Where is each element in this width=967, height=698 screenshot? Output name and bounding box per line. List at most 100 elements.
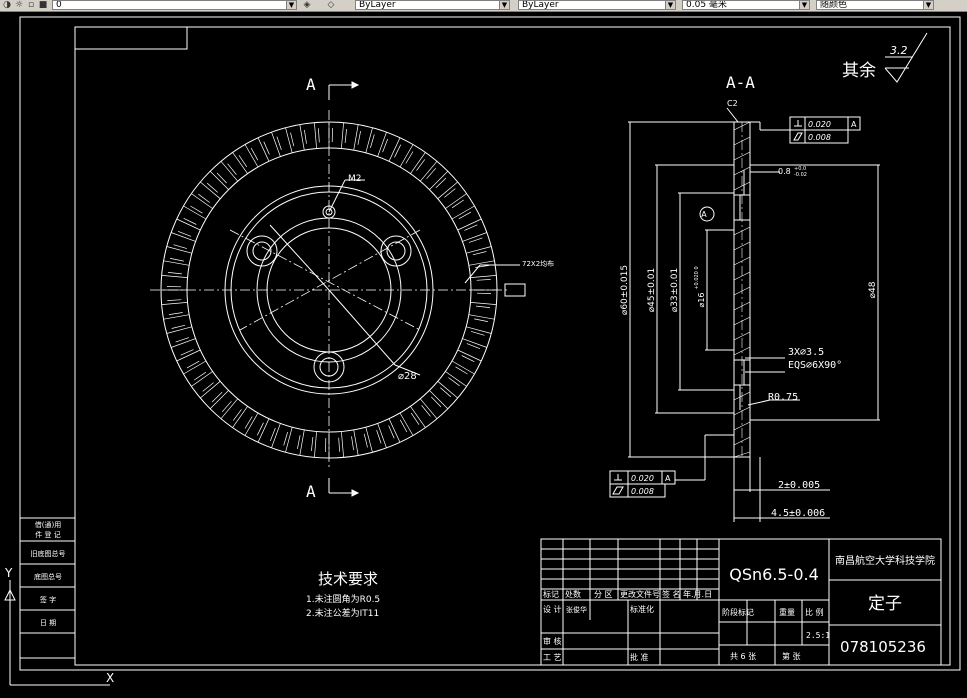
dim-0-8-sup: +0.0 bbox=[794, 166, 806, 172]
stator-tooth-inner bbox=[244, 416, 253, 429]
stator-tooth bbox=[314, 431, 317, 458]
stator-tooth-inner bbox=[388, 425, 395, 439]
stator-tooth bbox=[244, 412, 259, 436]
stator-tooth-inner bbox=[238, 155, 248, 168]
stator-tooth bbox=[166, 246, 192, 254]
title-school: 南昌航空大学科技学院 bbox=[835, 554, 935, 567]
stator-tooth-inner bbox=[466, 343, 481, 350]
stator-tooth bbox=[341, 122, 344, 149]
stator-tooth bbox=[163, 260, 190, 266]
title-part-name: 定子 bbox=[868, 594, 902, 614]
stator-tooth bbox=[285, 427, 293, 453]
lbl-scale: 比 例 bbox=[805, 607, 824, 617]
sheet-no: 第 张 bbox=[782, 651, 801, 661]
lbl-approve: 批 准 bbox=[630, 652, 649, 662]
stator-tooth bbox=[420, 398, 438, 419]
stator-tooth-inner bbox=[363, 433, 368, 448]
stator-tooth-inner bbox=[250, 147, 259, 161]
stator-tooth-inner bbox=[476, 279, 491, 281]
lock-icon[interactable]: ▫ bbox=[27, 0, 35, 10]
stator-tooth-inner bbox=[183, 217, 197, 225]
stator-tooth-inner bbox=[175, 337, 190, 343]
stator-tooth bbox=[377, 131, 387, 157]
stator-tooth-inner bbox=[405, 151, 414, 164]
chevron-down-icon[interactable]: ▼ bbox=[499, 1, 509, 9]
stator-tooth bbox=[462, 232, 488, 242]
stator-tooth bbox=[429, 170, 449, 190]
side-block bbox=[19, 517, 76, 659]
layers-icon[interactable]: ◇ bbox=[327, 0, 335, 10]
stator-tooth-inner bbox=[410, 412, 420, 425]
stator-tooth bbox=[341, 431, 344, 458]
section-view-title: A-A bbox=[726, 73, 755, 92]
stator-tooth bbox=[429, 390, 449, 410]
chevron-down-icon[interactable]: ▼ bbox=[923, 1, 933, 9]
stator-tooth-inner bbox=[440, 387, 452, 398]
stator-tooth bbox=[161, 302, 188, 305]
plotstyle-combo-value: 随颜色 bbox=[820, 0, 848, 10]
stator-tooth bbox=[220, 398, 238, 419]
stator-tooth bbox=[232, 406, 248, 428]
stator-tooth bbox=[299, 429, 305, 456]
layer-previous-icon[interactable]: ◈ bbox=[303, 0, 311, 10]
stator-tooth-inner bbox=[351, 436, 354, 451]
stator-tooth-inner bbox=[202, 382, 214, 392]
stator-tooth-inner bbox=[290, 132, 295, 147]
dim-4-5: 4.5±0.006 bbox=[771, 508, 825, 519]
fcf-top-tol2: 0.008 bbox=[808, 133, 831, 142]
stator-tooth-inner bbox=[211, 392, 223, 403]
stator-tooth-inner bbox=[311, 437, 314, 452]
stator-tooth-inner bbox=[256, 422, 264, 436]
lbl-stage: 阶段标记 bbox=[722, 607, 754, 617]
stator-tooth-inner bbox=[263, 141, 270, 155]
stator-tooth-inner bbox=[190, 205, 203, 214]
stator-tooth-inner bbox=[216, 172, 227, 184]
dim-d16: ⌀16 bbox=[697, 293, 706, 308]
stator-tooth bbox=[470, 275, 497, 278]
linetype-combo[interactable]: ByLayer ▼ bbox=[518, 0, 676, 10]
layer-combo[interactable]: 0 ▼ bbox=[52, 0, 297, 10]
lbl-weight: 重量 bbox=[779, 607, 795, 617]
stator-tooth bbox=[377, 423, 387, 449]
hdr-date: 年.月.日 bbox=[683, 589, 712, 599]
front-view bbox=[150, 110, 526, 470]
stator-tooth bbox=[466, 246, 492, 254]
fcf-top-tol1: 0.020 bbox=[808, 120, 831, 129]
stator-tooth-inner bbox=[451, 199, 464, 209]
stator-tooth-inner bbox=[461, 355, 475, 363]
stator-tooth-inner bbox=[474, 318, 488, 322]
stator-tooth bbox=[365, 127, 373, 153]
stator-tooth-inner bbox=[338, 437, 340, 452]
lbl-review: 审 核 bbox=[543, 636, 562, 646]
layer-state-icon[interactable]: ◑ bbox=[3, 0, 11, 10]
fcf-top-datum: A bbox=[851, 120, 857, 129]
tech-req-item-2: 2.未注公差为IT11 bbox=[306, 607, 379, 619]
lbl-design: 设 计 bbox=[543, 604, 562, 614]
stator-tooth-inner bbox=[227, 163, 237, 175]
color-combo[interactable]: ByLayer ▼ bbox=[355, 0, 510, 10]
stator-tooth-inner bbox=[180, 349, 194, 356]
chevron-down-icon[interactable]: ▼ bbox=[665, 1, 675, 9]
dim-d33: ⌀33±0.01 bbox=[670, 268, 680, 312]
stator-tooth-inner bbox=[276, 136, 282, 151]
stator-tooth bbox=[220, 161, 238, 182]
dim-0-8: 0.8 bbox=[778, 167, 791, 176]
chevron-down-icon[interactable]: ▼ bbox=[799, 1, 809, 9]
stator-tooth-inner bbox=[177, 230, 192, 237]
chevron-down-icon[interactable]: ▼ bbox=[286, 1, 296, 9]
stator-tooth-inner bbox=[448, 377, 460, 387]
stator-tooth bbox=[353, 429, 359, 456]
stator-tooth bbox=[166, 326, 192, 334]
lineweight-combo[interactable]: 0.05 毫米 ▼ bbox=[682, 0, 810, 10]
dim-d28: ⌀28 bbox=[398, 371, 417, 382]
section-label-bottom: A bbox=[306, 482, 316, 501]
stator-tooth bbox=[170, 338, 196, 348]
dim-d45: ⌀45±0.01 bbox=[647, 268, 657, 312]
plotstyle-combo[interactable]: 随颜色 ▼ bbox=[816, 0, 934, 10]
drawing-canvas[interactable]: 借(通)用 件 登 记 旧底图总号 底图总号 签 字 日 期 Y X bbox=[0, 12, 967, 698]
sun-icon[interactable]: ☼ bbox=[14, 0, 24, 10]
stator-tooth bbox=[399, 412, 414, 436]
color-square-icon[interactable]: ■ bbox=[38, 0, 48, 10]
stator-tooth bbox=[170, 232, 196, 242]
stator-tooth bbox=[161, 275, 188, 278]
